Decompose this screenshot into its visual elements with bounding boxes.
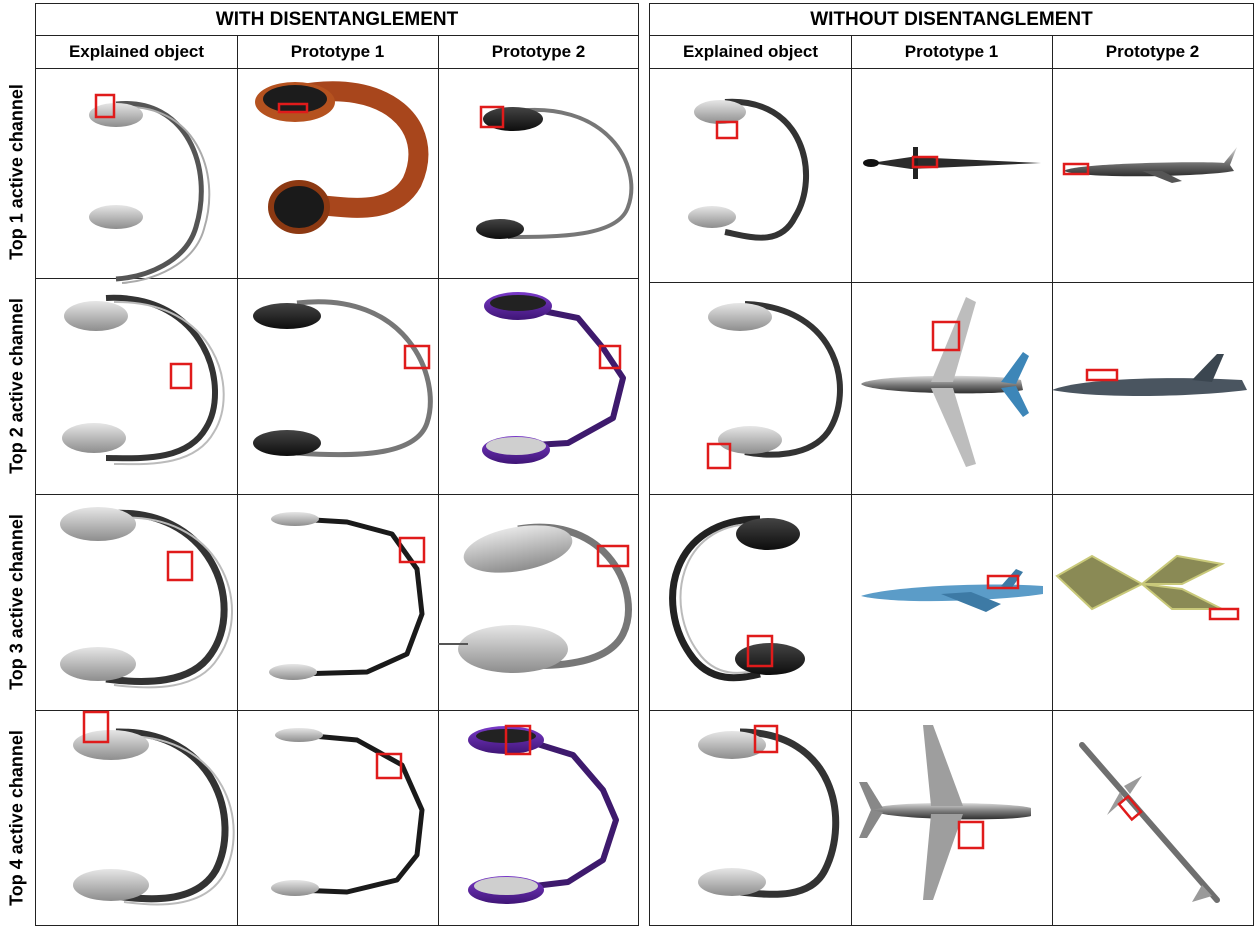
highlight-box	[166, 550, 194, 582]
panel-with-disentanglement: WITH DISENTANGLEMENT Explained object Pr…	[35, 3, 639, 926]
image-prototype-1-headphones-black	[237, 710, 437, 925]
image-prototype-1-headphones-brown	[237, 67, 437, 276]
image-explained-headphones	[650, 494, 850, 709]
image-prototype-2-headphones-purple	[438, 278, 638, 493]
col-header-prototype-1: Prototype 1	[851, 36, 1052, 69]
image-explained-headphones	[650, 710, 850, 925]
highlight-box	[746, 634, 774, 668]
image-prototype-1-airliner-topview	[851, 282, 1051, 493]
image-prototype-2-headphones-black	[438, 67, 638, 276]
highlight-box	[957, 820, 985, 850]
highlight-box	[1085, 368, 1119, 382]
col-header-prototype-1: Prototype 1	[237, 36, 438, 69]
highlight-box	[375, 752, 403, 780]
image-prototype-1-sword	[851, 67, 1051, 280]
image-explained-headphones	[36, 278, 236, 493]
highlight-box	[398, 536, 426, 564]
row-label-top2: Top 2 active channel	[6, 297, 27, 474]
highlight-box	[277, 102, 309, 114]
image-prototype-1-airliner-topview-grey	[851, 710, 1051, 925]
highlight-box	[403, 344, 431, 370]
highlight-box	[753, 724, 779, 754]
image-prototype-1-fighter-jet-blue	[851, 494, 1051, 709]
image-prototype-2-headphones-grey	[438, 494, 638, 709]
row-label-top4: Top 4 active channel	[6, 730, 27, 906]
highlight-box	[1117, 794, 1143, 822]
highlight-box	[715, 120, 739, 140]
highlight-box	[504, 724, 532, 756]
row-label-top3: Top 3 active channel	[6, 513, 27, 690]
image-explained-headphones	[36, 494, 236, 709]
highlight-box	[169, 362, 193, 390]
image-explained-headphones	[36, 67, 236, 284]
highlight-box	[706, 442, 732, 470]
highlight-box	[598, 344, 622, 370]
panel-title: WITHOUT DISENTANGLEMENT	[650, 4, 1253, 36]
image-prototype-1-headphones-black	[237, 494, 437, 709]
image-prototype-2-airliner	[1052, 67, 1252, 280]
highlight-box	[596, 544, 630, 568]
image-prototype-1-headphones-black	[237, 278, 437, 493]
panel-without-disentanglement: WITHOUT DISENTANGLEMENT Explained object…	[649, 3, 1254, 926]
highlight-box	[1062, 162, 1090, 176]
col-header-prototype-2: Prototype 2	[1052, 36, 1253, 69]
col-header-explained: Explained object	[36, 36, 237, 69]
highlight-box	[479, 105, 505, 129]
image-prototype-2-missile	[1052, 710, 1252, 925]
highlight-box	[1208, 607, 1240, 621]
col-header-explained: Explained object	[650, 36, 851, 69]
panel-title: WITH DISENTANGLEMENT	[36, 4, 638, 36]
highlight-box	[986, 574, 1020, 590]
highlight-box	[94, 93, 116, 119]
row-label-top1: Top 1 active channel	[6, 83, 27, 260]
image-prototype-2-fighter-jet	[1052, 282, 1252, 493]
highlight-box	[911, 155, 939, 169]
image-explained-headphones	[650, 67, 850, 280]
col-header-prototype-2: Prototype 2	[438, 36, 639, 69]
image-explained-headphones	[36, 710, 236, 925]
highlight-box	[931, 320, 961, 352]
image-prototype-2-headphones-purple	[438, 710, 638, 925]
image-explained-headphones	[650, 282, 850, 493]
highlight-box	[82, 710, 110, 744]
image-prototype-2-drone-yellow	[1052, 494, 1252, 709]
